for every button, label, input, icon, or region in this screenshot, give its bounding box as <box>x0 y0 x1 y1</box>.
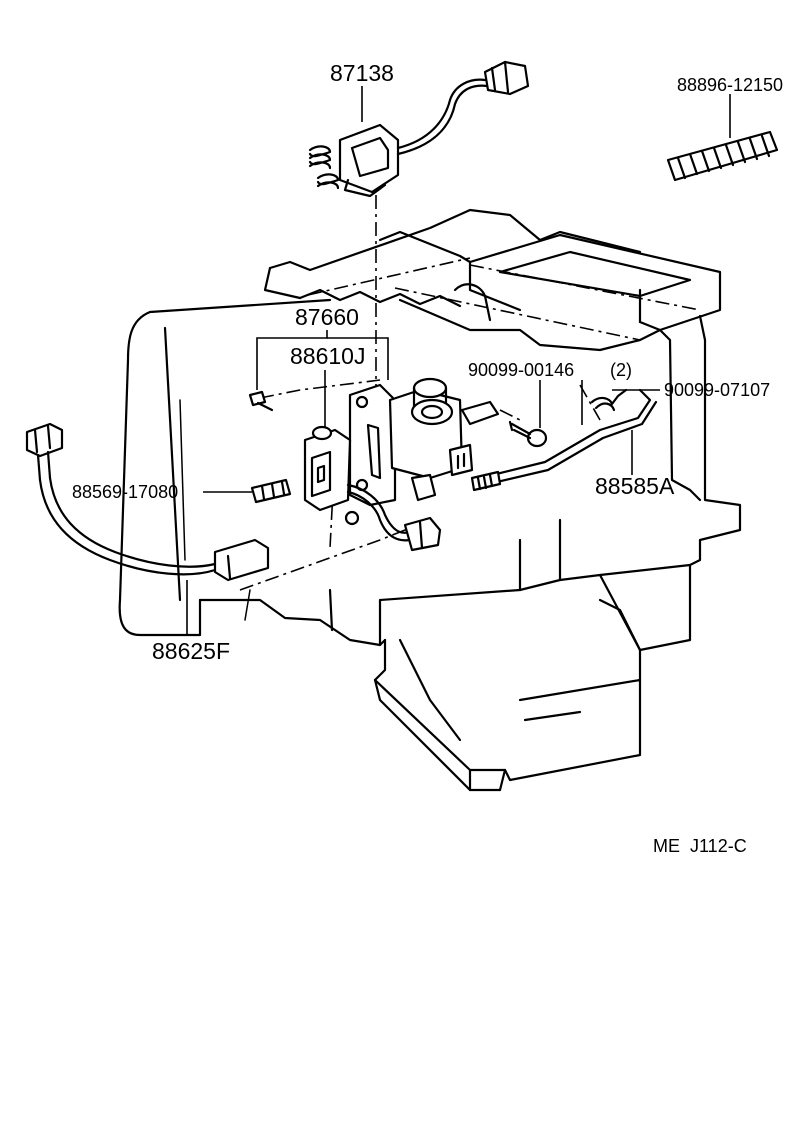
spring-icon <box>308 145 340 190</box>
clamp-88569 <box>250 478 292 504</box>
screw-icon <box>248 390 274 412</box>
label-88896-12150: 88896-12150 <box>677 75 783 95</box>
label-87138: 87138 <box>330 60 394 86</box>
label-90099-07107: 90099-07107 <box>664 380 770 400</box>
part-labels: 87138 88896-12150 87660 88610J 90099-001… <box>72 60 783 856</box>
screw-icon <box>508 420 548 448</box>
diagram-code: ME J112-C <box>653 836 747 856</box>
label-90099-00146-quantity: (2) <box>610 360 632 380</box>
heater-unit-housing <box>118 208 742 792</box>
control-rod-88585A <box>470 388 658 492</box>
assembly-guide-lines <box>239 195 701 591</box>
label-88569-17080: 88569-17080 <box>72 482 178 502</box>
leader-lines <box>186 86 731 636</box>
servo-motor-87138 <box>308 60 530 198</box>
wire-harness-88625F <box>25 422 270 582</box>
label-87660: 87660 <box>295 304 359 330</box>
label-90099-00146: 90099-00146 <box>468 360 574 380</box>
label-88625F: 88625F <box>152 638 230 664</box>
corrugated-hose-88896 <box>666 130 779 182</box>
label-88585A: 88585A <box>595 473 675 499</box>
actuator-assembly-88610J <box>303 377 500 552</box>
clip-icon <box>590 388 628 412</box>
label-88610J: 88610J <box>290 343 365 369</box>
